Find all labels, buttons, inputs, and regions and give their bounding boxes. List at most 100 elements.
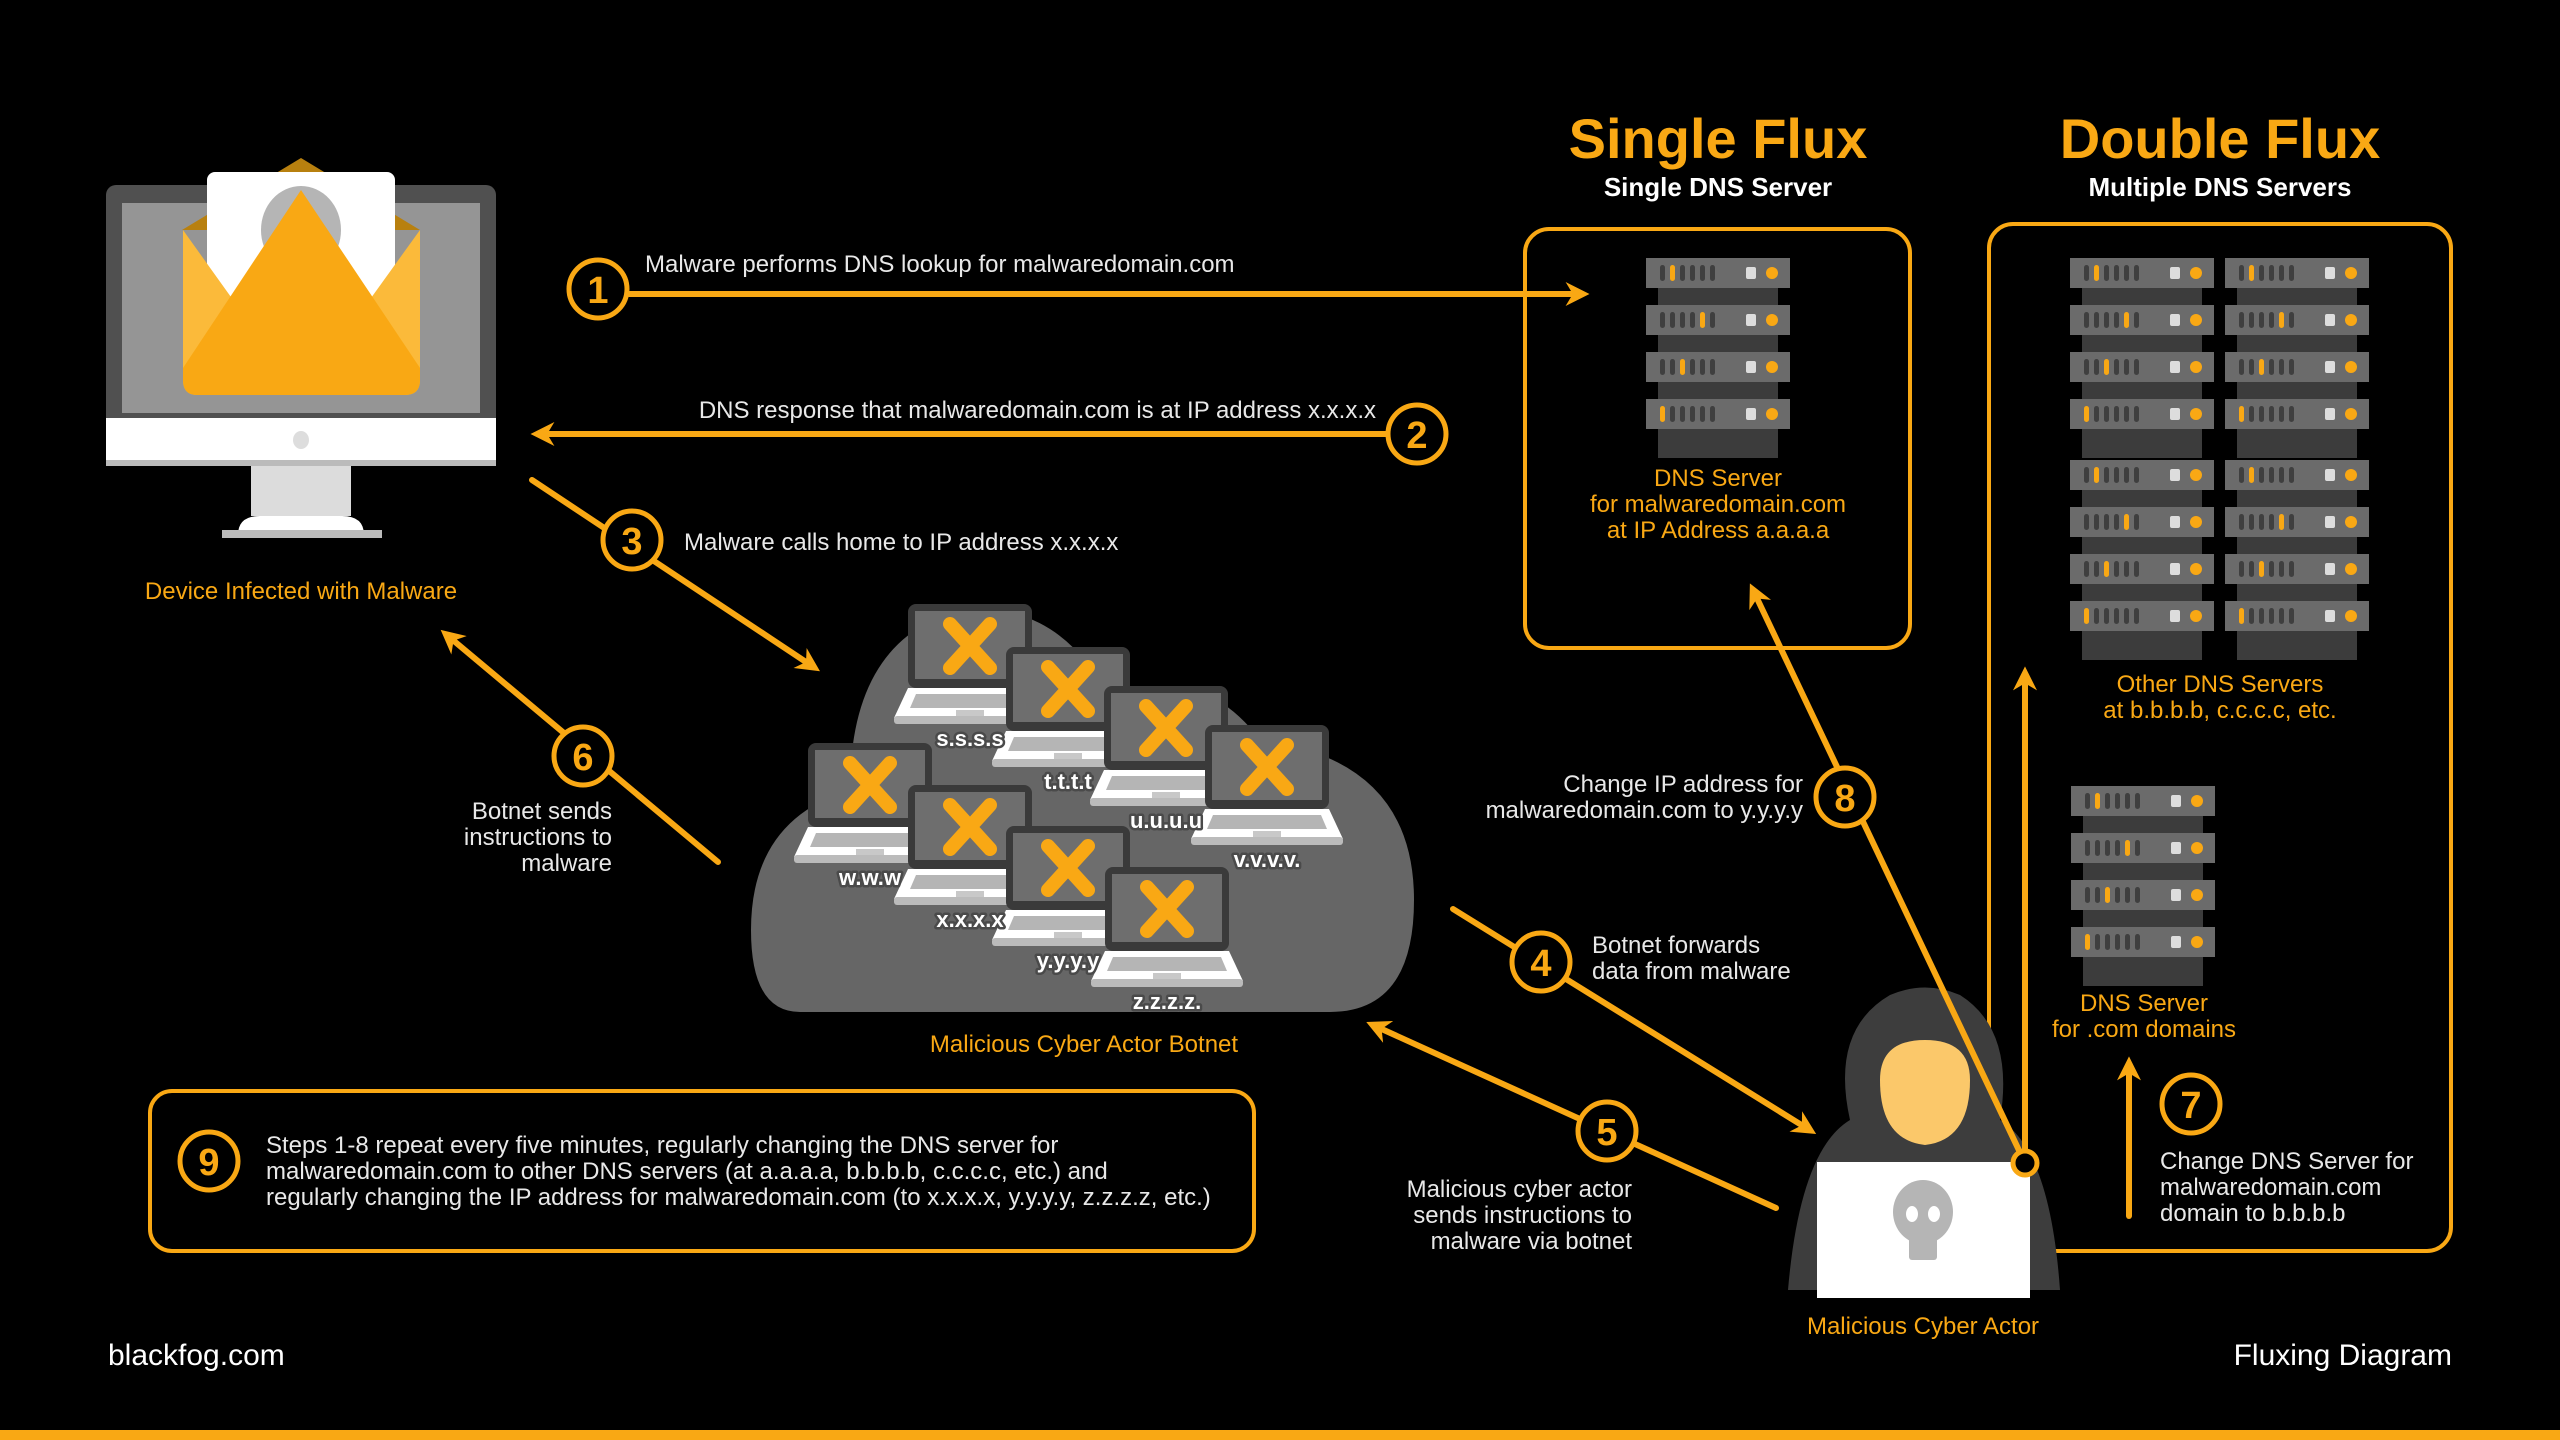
step-text: DNS response that malwaredomain.com is a… [699, 397, 1376, 424]
step-text: malwaredomain.com to other DNS servers (… [266, 1158, 1108, 1185]
botnet-node-ip: u.u.u.u [1130, 808, 1202, 833]
step-number: 6 [572, 737, 593, 779]
step-text: instructions to [464, 824, 612, 851]
botnet-laptop [1091, 867, 1243, 987]
step-number-badge [1575, 1099, 1639, 1163]
dns-server-stack-icon [2070, 460, 2214, 660]
junction-dot [2010, 1148, 2040, 1178]
botnet-laptop [894, 785, 1046, 905]
botnet-node-ip: v.v.v.v. [1234, 847, 1301, 872]
step-number-badge [1813, 765, 1877, 829]
dns-server-stack-icon [2070, 258, 2214, 458]
botnet-laptop [1090, 686, 1242, 806]
step-text: data from malware [1592, 958, 1791, 985]
step-text: malwaredomain.com to y.y.y.y [1486, 797, 1803, 824]
svg-text:Other DNS Servers: Other DNS Servers [2117, 671, 2324, 698]
step-text: Malicious cyber actor [1407, 1176, 1632, 1203]
step-number: 9 [198, 1142, 219, 1184]
step-text: domain to b.b.b.b [2160, 1200, 2345, 1227]
step-number-badge [1385, 402, 1449, 466]
step-text: Malware calls home to IP address x.x.x.x [684, 529, 1118, 556]
infected-device-icon [106, 158, 496, 538]
x-mark-icon [1139, 699, 1193, 757]
x-mark-icon [943, 798, 997, 856]
step-number: 5 [1596, 1112, 1617, 1154]
botnet-node-ip: s.s.s.s [936, 726, 1003, 751]
dns-server-stack-icon [2225, 460, 2369, 660]
step-number: 2 [1406, 415, 1427, 457]
step-text: Change IP address for [1563, 771, 1803, 798]
single-flux-subtitle: Single DNS Server [1604, 172, 1832, 202]
arrow-step-4 [1450, 906, 1817, 1135]
botnet-node-ip: t.t.t.t [1044, 769, 1092, 794]
x-mark-icon [843, 756, 897, 814]
x-mark-icon [943, 617, 997, 675]
x-mark-icon [1140, 880, 1194, 938]
svg-text:for malwaredomain.com: for malwaredomain.com [1590, 491, 1846, 518]
botnet-label: Malicious Cyber Actor Botnet [930, 1031, 1238, 1058]
step-1: 1 Malware performs DNS lookup for malware… [566, 251, 1235, 321]
double-flux-subtitle: Multiple DNS Servers [2089, 172, 2352, 202]
arrow-step-3 [529, 477, 820, 672]
svg-text:at IP Address a.a.a.a: at IP Address a.a.a.a [1607, 517, 1830, 544]
botnet-laptop [992, 647, 1144, 767]
step-number: 7 [2180, 1085, 2201, 1127]
botnet-node-ip: z.z.z.z. [1133, 989, 1201, 1014]
step-8: 8 Change IP address formalwaredomain.com … [1486, 765, 1877, 829]
step-number-badge [177, 1129, 241, 1193]
step-text: sends instructions to [1413, 1202, 1632, 1229]
dns-server-stack-icon [1646, 258, 1790, 458]
arrow-step-8 [1749, 583, 2028, 1166]
x-mark-icon [1041, 839, 1095, 897]
step-number-badge [566, 257, 630, 321]
x-mark-icon [1041, 660, 1095, 718]
diagram-caption: Fluxing Diagram [2234, 1339, 2452, 1372]
x-mark-icon [1240, 738, 1294, 796]
step-text: regularly changing the IP address for ma… [266, 1184, 1211, 1211]
step-text: Steps 1-8 repeat every five minutes, reg… [266, 1132, 1058, 1159]
step-number-badge [600, 508, 664, 572]
step-9-box [148, 1089, 1256, 1253]
step-text: Botnet forwards [1592, 932, 1760, 959]
step-number: 8 [1834, 778, 1855, 820]
botnet-node-ip: w.w.w [838, 865, 902, 890]
step-9: 9 Steps 1-8 repeat every five minutes, re… [177, 1129, 1211, 1211]
single-dns-server-label: DNS Server for malwaredomain.com at IP A… [1590, 465, 1846, 544]
step-number-badge [1509, 930, 1573, 994]
dns-server-stack-icon [2225, 258, 2369, 458]
step-text: Malware performs DNS lookup for malwared… [645, 251, 1235, 278]
double-flux-box [1987, 222, 2453, 1253]
svg-text:DNS Server: DNS Server [2080, 990, 2208, 1017]
botnet-laptop [1191, 725, 1343, 845]
step-number: 1 [587, 270, 608, 312]
brand: blackfog.com [108, 1339, 285, 1372]
step-3: 3 Malware calls home to IP address x.x.x.… [600, 508, 1118, 572]
other-dns-servers-label: Other DNS Servers at b.b.b.b, c.c.c.c, e… [2103, 671, 2336, 724]
single-flux-title: Single Flux [1569, 107, 1868, 170]
step-text: malwaredomain.com [2160, 1174, 2381, 1201]
botnet-node-ip: y.y.y.y [1037, 948, 1100, 973]
step-number: 3 [621, 521, 642, 563]
svg-text:DNS Server: DNS Server [1654, 465, 1782, 492]
dns-server-stack-icon [2071, 786, 2215, 986]
com-dns-server-label: DNS Server for .com domains [2052, 990, 2236, 1043]
svg-text:at b.b.b.b, c.c.c.c, etc.: at b.b.b.b, c.c.c.c, etc. [2103, 697, 2336, 724]
step-number-badge [2159, 1072, 2223, 1136]
botnet-node-ip: x.x.x.x [936, 907, 1004, 932]
arrow-step-5 [1366, 1021, 1779, 1211]
step-text: malware via botnet [1431, 1228, 1633, 1255]
actor-label: Malicious Cyber Actor [1807, 1313, 2039, 1340]
malicious-actor-icon [1788, 987, 2060, 1298]
step-2: 2 DNS response that malwaredomain.com is … [699, 397, 1449, 466]
footer-bar [0, 1430, 2560, 1440]
single-flux-box [1523, 227, 1912, 650]
step-text: Change DNS Server for [2160, 1148, 2413, 1175]
step-text: malware [521, 850, 612, 877]
step-number-badge [551, 724, 615, 788]
double-flux-title: Double Flux [2060, 107, 2380, 170]
